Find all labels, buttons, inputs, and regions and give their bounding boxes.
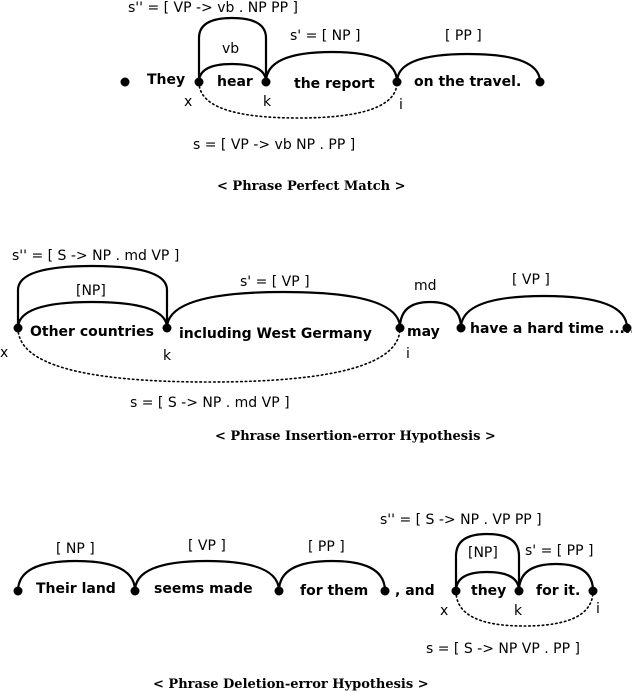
figure-insertion-error: s'' = [ S -> NP . md VP ] [NP] s' = [ VP… (0, 248, 632, 444)
node-x (451, 586, 461, 596)
word-seems-made: seems made (154, 581, 253, 597)
label-s-prime: s' = [ VP ] (240, 274, 310, 290)
word-their-land: Their land (36, 581, 116, 597)
node-end (535, 77, 545, 87)
word-other-countries: Other countries (30, 324, 154, 340)
label-s-prime: s' = [ PP ] (525, 543, 593, 559)
word-and: , and (395, 583, 435, 599)
word-the-report: the report (294, 76, 375, 92)
arc-vb (197, 62, 268, 83)
arc-s-prime (517, 562, 595, 592)
caption-perfect-match: < Phrase Perfect Match > (217, 179, 406, 194)
node-np-end (130, 586, 140, 596)
label-np: [NP] (76, 283, 106, 299)
label-s: s = [ VP -> vb NP . PP ] (193, 137, 355, 153)
node-md-end (456, 323, 466, 333)
label-s-double: s'' = [ VP -> vb . NP PP ] (128, 0, 298, 16)
word-may: may (407, 324, 440, 340)
arc-s-dotted (17, 327, 401, 383)
label-k: k (163, 348, 172, 364)
arc-s-dotted (198, 81, 398, 119)
word-for-it: for it. (536, 583, 580, 599)
word-they: they (471, 583, 506, 599)
node-i (588, 586, 598, 596)
node-k (514, 586, 524, 596)
node-k (261, 77, 271, 87)
label-s: s = [ S -> NP VP . PP ] (426, 641, 580, 657)
arc-np (264, 50, 399, 83)
arc-s-double (197, 16, 268, 82)
arc-np (16, 300, 169, 329)
word-hear: hear (217, 74, 253, 90)
node-pp-end (380, 586, 390, 596)
label-x: x (0, 345, 8, 361)
caption-insertion-error: < Phrase Insertion-error Hypothesis > (215, 429, 496, 444)
label-x: x (440, 603, 448, 619)
label-s-double: s'' = [ S -> NP . md VP ] (12, 248, 179, 264)
arc-md (398, 300, 463, 329)
node-x (194, 77, 204, 87)
label-s: s = [ S -> NP . md VP ] (130, 395, 290, 411)
label-k: k (263, 94, 272, 110)
label-np2: [NP] (468, 545, 498, 561)
label-pp: [ PP ] (445, 28, 482, 44)
figure-deletion-error: [ NP ] [ VP ] [ PP ] Their land seems ma… (13, 512, 600, 692)
node-end (622, 323, 632, 333)
word-they: They (147, 72, 185, 88)
word-on-the-travel: on the travel. (414, 74, 521, 90)
arc-s-double (16, 264, 169, 328)
label-pp: [ PP ] (308, 539, 345, 555)
node-i (395, 323, 405, 333)
label-vp: [ VP ] (188, 538, 226, 554)
label-i: i (399, 97, 403, 113)
arc-vp (459, 294, 629, 329)
word-including-west-germany: including West Germany (179, 326, 372, 342)
label-i: i (596, 601, 600, 617)
label-np: [ NP ] (56, 541, 95, 557)
label-vp: [ VP ] (512, 272, 550, 288)
node-x (13, 323, 23, 333)
label-vb: vb (222, 41, 239, 57)
word-for-them: for them (300, 583, 368, 599)
label-s-double: s'' = [ S -> NP . VP PP ] (380, 512, 542, 528)
node-vp-end (274, 586, 284, 596)
label-md: md (414, 278, 437, 294)
word-have-a-hard-time: have a hard time ..... (470, 321, 632, 337)
arc-np2 (454, 570, 521, 592)
label-i: i (406, 346, 410, 362)
node-i (392, 77, 402, 87)
arc-pp (277, 559, 387, 592)
arc-pp (395, 52, 542, 83)
label-s-prime: s' = [ NP ] (290, 28, 361, 44)
arc-vp-s-prime (165, 290, 402, 329)
arc-vp (133, 559, 281, 592)
arc-s-dotted (455, 590, 594, 627)
arc-np (16, 559, 137, 592)
caption-deletion-error: < Phrase Deletion-error Hypothesis > (153, 677, 429, 692)
label-k: k (514, 603, 523, 619)
label-x: x (184, 94, 192, 110)
node-start (13, 586, 23, 596)
figure-perfect-match: s'' = [ VP -> vb . NP PP ] vb s' = [ NP … (120, 0, 545, 194)
arc-s-double (454, 532, 521, 591)
node-k (162, 323, 172, 333)
node-start (120, 77, 130, 87)
